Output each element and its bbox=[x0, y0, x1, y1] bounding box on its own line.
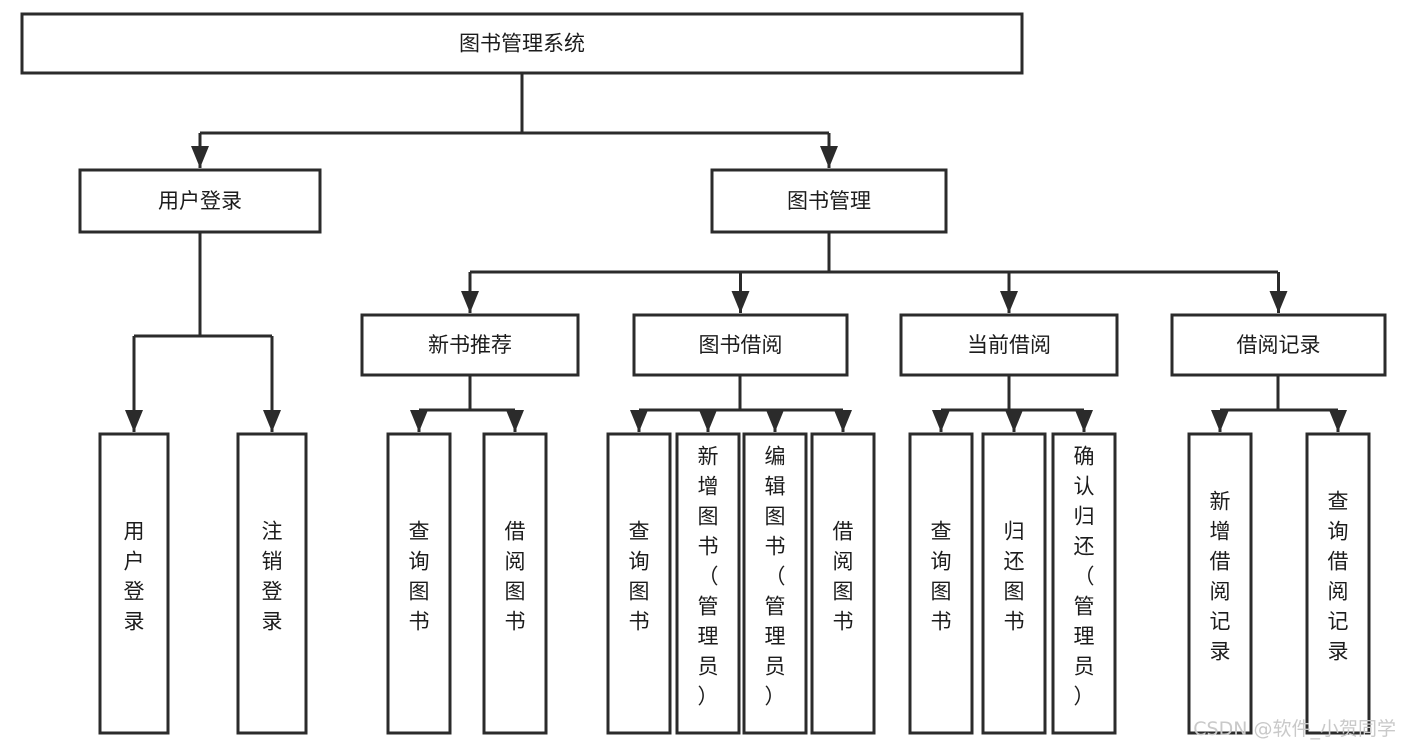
node-current-borrow[interactable]: 当前借阅 bbox=[899, 313, 1119, 377]
connector-layer bbox=[125, 73, 1347, 432]
node-box-new-book-recommend bbox=[360, 313, 580, 377]
arrow-head bbox=[125, 410, 143, 432]
node-new-book-recommend[interactable]: 新书推荐 bbox=[360, 313, 580, 377]
node-box-user-login bbox=[78, 168, 322, 234]
node-book-manage[interactable]: 图书管理 bbox=[710, 168, 948, 234]
node-box-leaf-return-book bbox=[981, 432, 1047, 735]
node-leaf-confirm-return[interactable]: 确认归还（管理员） bbox=[1051, 432, 1117, 735]
node-label-book-borrow: 图书借阅 bbox=[699, 333, 783, 357]
arrow-head bbox=[1005, 410, 1023, 432]
arrow-head bbox=[1075, 410, 1093, 432]
arrow-head bbox=[731, 291, 750, 313]
node-leaf-return-book[interactable]: 归还图书 bbox=[981, 432, 1047, 735]
node-box-book-borrow bbox=[632, 313, 849, 377]
node-leaf-query-record[interactable]: 查询借阅记录 bbox=[1305, 432, 1371, 735]
node-box-leaf-edit-book bbox=[742, 432, 808, 735]
arrow-head bbox=[1000, 291, 1018, 313]
node-label-leaf-return-book: 归还图书 bbox=[1004, 520, 1025, 634]
node-label-leaf-query-record: 查询借阅记录 bbox=[1328, 490, 1349, 664]
arrow-head bbox=[1211, 410, 1229, 432]
arrow-head bbox=[834, 410, 852, 432]
node-label-leaf-add-book: 新增图书（管理员） bbox=[698, 445, 719, 709]
node-box-current-borrow bbox=[899, 313, 1119, 377]
node-label-leaf-add-record: 新增借阅记录 bbox=[1210, 490, 1231, 664]
node-box-book-manage bbox=[710, 168, 948, 234]
node-box-leaf-add-book bbox=[675, 432, 741, 735]
arrow-head bbox=[1329, 410, 1347, 432]
arrow-head bbox=[630, 410, 648, 432]
node-book-borrow[interactable]: 图书借阅 bbox=[632, 313, 849, 377]
node-label-root: 图书管理系统 bbox=[459, 32, 585, 56]
node-layer: 图书管理系统用户登录图书管理新书推荐图书借阅当前借阅借阅记录用户登录注销登录查询… bbox=[20, 12, 1387, 735]
node-label-leaf-borrow-book-2: 借阅图书 bbox=[833, 520, 854, 634]
node-label-new-book-recommend: 新书推荐 bbox=[428, 333, 512, 357]
node-box-leaf-user-login bbox=[98, 432, 170, 735]
node-box-leaf-borrow-book-2 bbox=[810, 432, 876, 735]
node-label-user-login: 用户登录 bbox=[158, 189, 242, 213]
node-user-login[interactable]: 用户登录 bbox=[78, 168, 322, 234]
node-box-borrow-record bbox=[1170, 313, 1387, 377]
node-box-leaf-borrow-book-1 bbox=[482, 432, 548, 735]
node-label-leaf-user-login: 用户登录 bbox=[124, 520, 145, 634]
arrow-head bbox=[191, 146, 209, 168]
arrow-head bbox=[506, 410, 524, 432]
node-label-leaf-borrow-book-1: 借阅图书 bbox=[505, 520, 526, 634]
node-leaf-edit-book[interactable]: 编辑图书（管理员） bbox=[742, 432, 808, 735]
node-leaf-add-record[interactable]: 新增借阅记录 bbox=[1187, 432, 1253, 735]
arrow-head bbox=[766, 410, 784, 432]
node-label-leaf-query-book-2: 查询图书 bbox=[629, 520, 650, 634]
arrow-head bbox=[932, 410, 950, 432]
node-leaf-borrow-book-2[interactable]: 借阅图书 bbox=[810, 432, 876, 735]
node-label-current-borrow: 当前借阅 bbox=[967, 333, 1051, 357]
node-leaf-borrow-book-1[interactable]: 借阅图书 bbox=[482, 432, 548, 735]
node-root[interactable]: 图书管理系统 bbox=[20, 12, 1024, 75]
node-box-leaf-user-logout bbox=[236, 432, 308, 735]
node-borrow-record[interactable]: 借阅记录 bbox=[1170, 313, 1387, 377]
node-leaf-user-logout[interactable]: 注销登录 bbox=[236, 432, 308, 735]
node-leaf-add-book[interactable]: 新增图书（管理员） bbox=[675, 432, 741, 735]
node-box-leaf-confirm-return bbox=[1051, 432, 1117, 735]
arrow-head bbox=[820, 146, 838, 168]
node-box-leaf-query-book-2 bbox=[606, 432, 672, 735]
node-label-borrow-record: 借阅记录 bbox=[1237, 333, 1321, 357]
node-label-leaf-query-book-3: 查询图书 bbox=[931, 520, 952, 634]
node-leaf-query-book-2[interactable]: 查询图书 bbox=[606, 432, 672, 735]
node-leaf-query-book-1[interactable]: 查询图书 bbox=[386, 432, 452, 735]
node-leaf-query-book-3[interactable]: 查询图书 bbox=[908, 432, 974, 735]
node-leaf-user-login[interactable]: 用户登录 bbox=[98, 432, 170, 735]
arrow-head bbox=[699, 410, 717, 432]
arrow-head bbox=[410, 410, 428, 432]
node-label-leaf-query-book-1: 查询图书 bbox=[409, 520, 430, 634]
node-box-leaf-query-book-1 bbox=[386, 432, 452, 735]
arrow-head bbox=[263, 410, 281, 432]
node-box-root bbox=[20, 12, 1024, 75]
node-box-leaf-query-book-3 bbox=[908, 432, 974, 735]
node-box-leaf-add-record bbox=[1187, 432, 1253, 735]
csdn-watermark: CSDN @软件_小贺同学 bbox=[1193, 718, 1396, 740]
arrow-head bbox=[461, 291, 479, 313]
node-label-book-manage: 图书管理 bbox=[787, 189, 871, 213]
node-label-leaf-confirm-return: 确认归还（管理员） bbox=[1074, 445, 1095, 709]
node-box-leaf-query-record bbox=[1305, 432, 1371, 735]
node-label-leaf-edit-book: 编辑图书（管理员） bbox=[765, 445, 786, 709]
arrow-head bbox=[1269, 291, 1288, 313]
node-label-leaf-user-logout: 注销登录 bbox=[262, 520, 283, 634]
